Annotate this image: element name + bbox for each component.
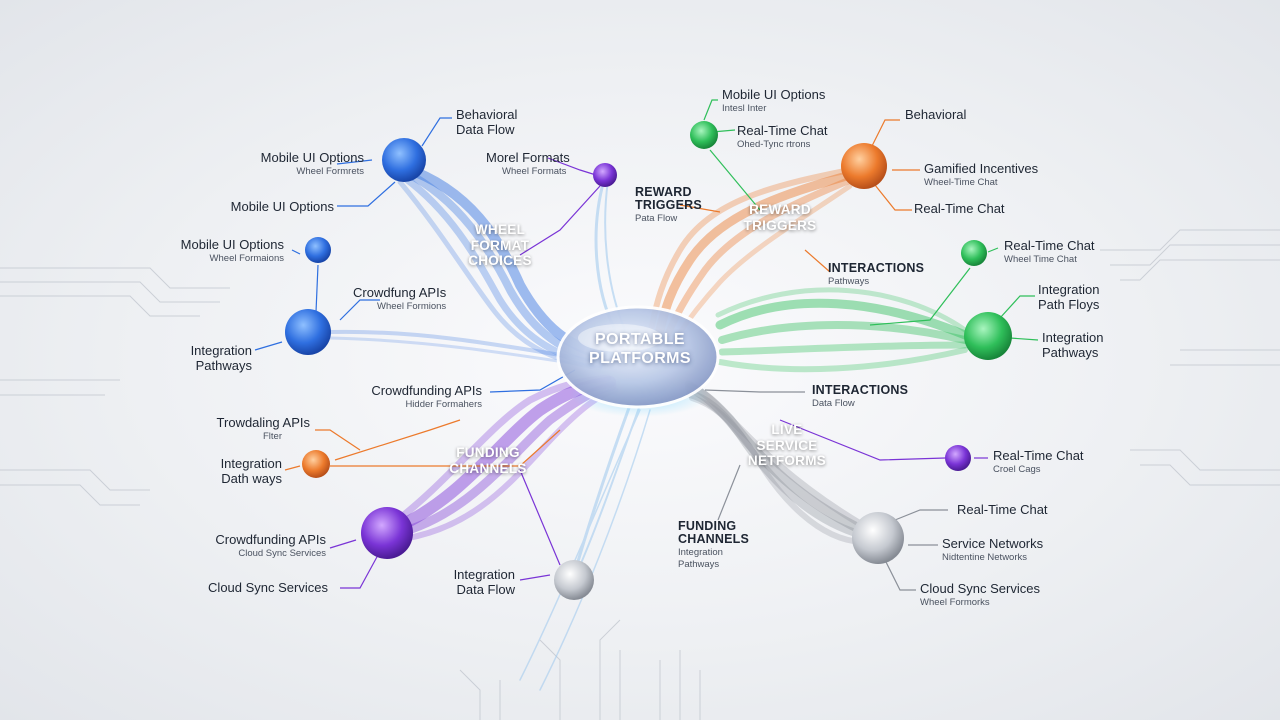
caption-funding-channels: FUNDING CHANNELS Integration Pathways <box>678 519 750 571</box>
node-green-small <box>690 121 718 149</box>
node-green-big <box>964 312 1012 360</box>
ribbon-green <box>715 287 970 373</box>
node-gray-big <box>852 512 904 564</box>
label-behavioral-data-flow-right: Behavioral <box>905 107 967 122</box>
node-purple-big <box>361 507 413 559</box>
center-node-label: PORTABLE PLATFORMS <box>589 331 691 368</box>
node-blue-small <box>305 237 331 263</box>
caption-interactions-pathways: INTERACTIONS Pathways <box>828 261 925 288</box>
center-node <box>556 305 720 409</box>
connectors <box>254 99 1039 591</box>
node-blue-mid <box>285 309 331 355</box>
nodes <box>285 121 1012 600</box>
label-cloud-sync-services-left: Cloud Sync Services <box>208 580 328 595</box>
circuit-background <box>0 229 1280 720</box>
node-purple-right <box>945 445 971 471</box>
node-gray-small <box>554 560 594 600</box>
label-real-time-chat-5: Real-Time Chat <box>957 502 1048 517</box>
node-orange-small <box>302 450 330 478</box>
node-orange-big <box>841 143 887 189</box>
caption-reward-triggers: REWARD TRIGGERS Pata Flow <box>635 185 702 225</box>
caption-interactions-dataflow: INTERACTIONS Data Flow <box>812 383 909 410</box>
label-mobile-ui-options-2: Mobile UI Options <box>230 199 334 214</box>
node-blue-top <box>382 138 426 182</box>
node-violet-small <box>593 163 617 187</box>
label-real-time-chat-2: Real-Time Chat <box>914 201 1005 216</box>
node-green-right-small <box>961 240 987 266</box>
